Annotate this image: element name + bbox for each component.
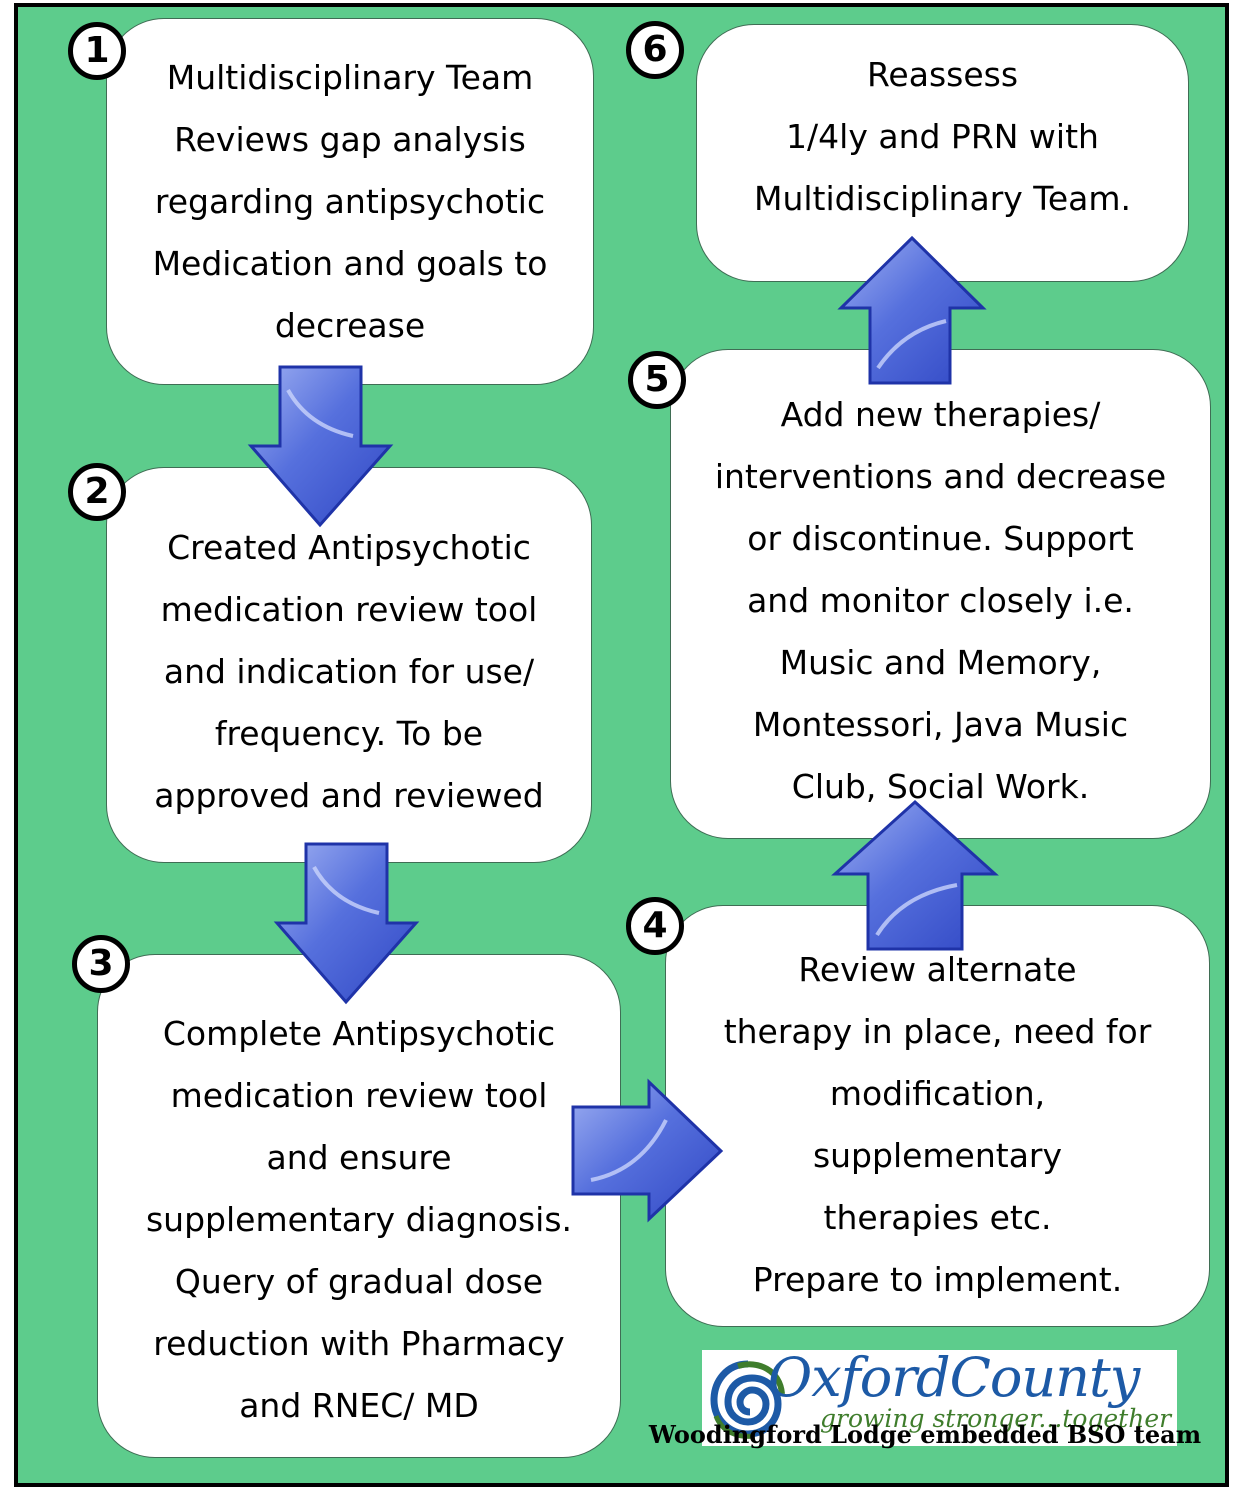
arrow-step2-to-step3 (273, 842, 420, 1005)
team-caption: Woodingford Lodge embedded BSO team (648, 1420, 1202, 1449)
step-number-6: 6 (626, 21, 684, 79)
step-text-4: Review alternate therapy in place, need … (723, 950, 1152, 1299)
arrow-step3-to-step4 (571, 1078, 724, 1223)
step-number-3: 3 (72, 935, 130, 993)
step-box-6: Reassess 1/4ly and PRN with Multidiscipl… (696, 24, 1189, 282)
arrow-step4-to-step5 (831, 799, 999, 951)
step-text-2: Created Antipsychotic medication review … (154, 528, 544, 815)
logo-name: OxfordCounty (768, 1350, 1140, 1409)
arrow-step1-to-step2 (247, 365, 394, 528)
logo-tagline: growing stronger...together (820, 1404, 1172, 1433)
step-text-5: Add new therapies/ interventions and dec… (714, 395, 1167, 806)
arrow-step5-to-step6 (837, 235, 987, 385)
step-number-1: 1 (68, 22, 126, 80)
step-text-1: Multidisciplinary Team Reviews gap analy… (152, 57, 548, 345)
step-number-5: 5 (628, 351, 686, 409)
step-box-3: Complete Antipsychotic medication review… (97, 954, 621, 1458)
swirl-logo-icon (710, 1360, 785, 1439)
oxford-county-logo: OxfordCounty growing stronger...together (702, 1350, 1177, 1446)
step-text-6: Reassess 1/4ly and PRN with Multidiscipl… (753, 55, 1131, 218)
step-text-3: Complete Antipsychotic medication review… (145, 1014, 573, 1425)
step-box-4: Review alternate therapy in place, need … (665, 905, 1210, 1327)
step-box-5: Add new therapies/ interventions and dec… (670, 349, 1211, 839)
step-number-4: 4 (626, 897, 684, 955)
step-box-1: Multidisciplinary Team Reviews gap analy… (106, 18, 594, 385)
step-number-2: 2 (68, 463, 126, 521)
step-box-2: Created Antipsychotic medication review … (106, 467, 592, 863)
